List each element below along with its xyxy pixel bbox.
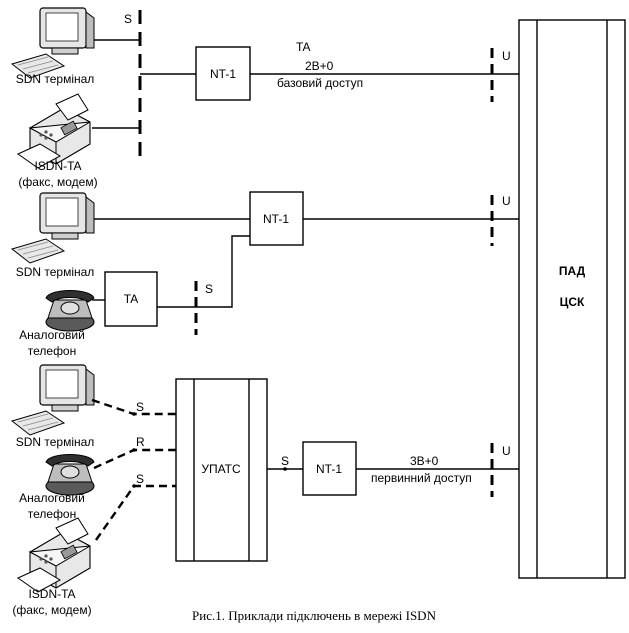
- r-bottom-label: R: [136, 435, 145, 449]
- bri-name-label: базовий доступ: [277, 76, 363, 90]
- isdn-terminal-2-icon: [11, 192, 95, 264]
- s-bottom-1-point: [132, 412, 136, 416]
- csk-label: ЦСК: [560, 295, 585, 309]
- nt1-top-label: NT-1: [210, 67, 236, 81]
- pri-name-label: первинний доступ: [371, 471, 472, 485]
- isdn-ta-1-icon: [17, 93, 91, 169]
- r-bottom-point: [132, 448, 136, 452]
- s-bottom-2-label: S: [136, 472, 144, 486]
- nt1-bottom-label: NT-1: [316, 462, 342, 476]
- u-mid-label: U: [502, 194, 511, 208]
- nt1-bottom-box: [302, 441, 357, 496]
- isdn-ta-2-label-line2: (факс, модем): [12, 603, 91, 617]
- analog-phone-1-label-line1: Аналоговий: [19, 328, 85, 342]
- s-top-label: S: [124, 12, 132, 26]
- isdn-ta-2-icon: [17, 517, 91, 593]
- isdn-ta-1-label-line2: (факс, модем): [18, 175, 97, 189]
- upats-box: [175, 378, 268, 562]
- s-upats-label: S: [281, 454, 289, 468]
- ta-mid-box: [104, 271, 158, 327]
- isdn-terminal-3-icon: [11, 364, 95, 436]
- ta-2-link: [95, 484, 176, 541]
- u-top-label: U: [502, 49, 511, 63]
- nt1-top-box: [195, 46, 251, 101]
- isdn-terminal-3-label: SDN термінал: [16, 435, 95, 449]
- bri-code-label: 2B+0: [305, 59, 334, 73]
- ta-top-label: TA: [296, 40, 310, 54]
- ta-to-nt1-link: [157, 235, 250, 308]
- isdn-terminal-1-icon: [11, 7, 95, 79]
- isdn-terminal-1-label: SDN термінал: [16, 72, 95, 86]
- phone-2-link: [93, 448, 176, 470]
- s-bottom-1-label: S: [136, 400, 144, 414]
- s-bottom-2-point: [132, 484, 136, 488]
- analog-phone-1-icon: [45, 290, 95, 332]
- isdn-terminal-2-label: SDN термінал: [16, 265, 95, 279]
- nt1-mid-box: [249, 191, 304, 246]
- upats-label: УПАТС: [201, 462, 241, 476]
- nt1-mid-label: NT-1: [263, 212, 289, 226]
- figure-caption: Рис.1. Приклади підключень в мережі ISDN: [192, 608, 437, 623]
- u-bottom-label: U: [502, 444, 511, 458]
- ta-mid-label: TA: [124, 292, 138, 306]
- analog-phone-2-label-line1: Аналоговий: [19, 491, 85, 505]
- isdn-ta-2-label-line1: ISDN-TA: [28, 587, 75, 601]
- s-mid-label: S: [205, 282, 213, 296]
- s-upats-point: [283, 467, 287, 471]
- pad-label: ПАД: [559, 264, 586, 278]
- isdn-ta-1-label-line1: ISDN-TA: [34, 159, 81, 173]
- pri-code-label: 3B+0: [410, 454, 439, 468]
- analog-phone-2-icon: [45, 454, 95, 496]
- terminal-3-link: [91, 398, 176, 416]
- analog-phone-1-label-line2: телефон: [28, 344, 77, 358]
- analog-phone-2-label-line2: телефон: [28, 507, 77, 521]
